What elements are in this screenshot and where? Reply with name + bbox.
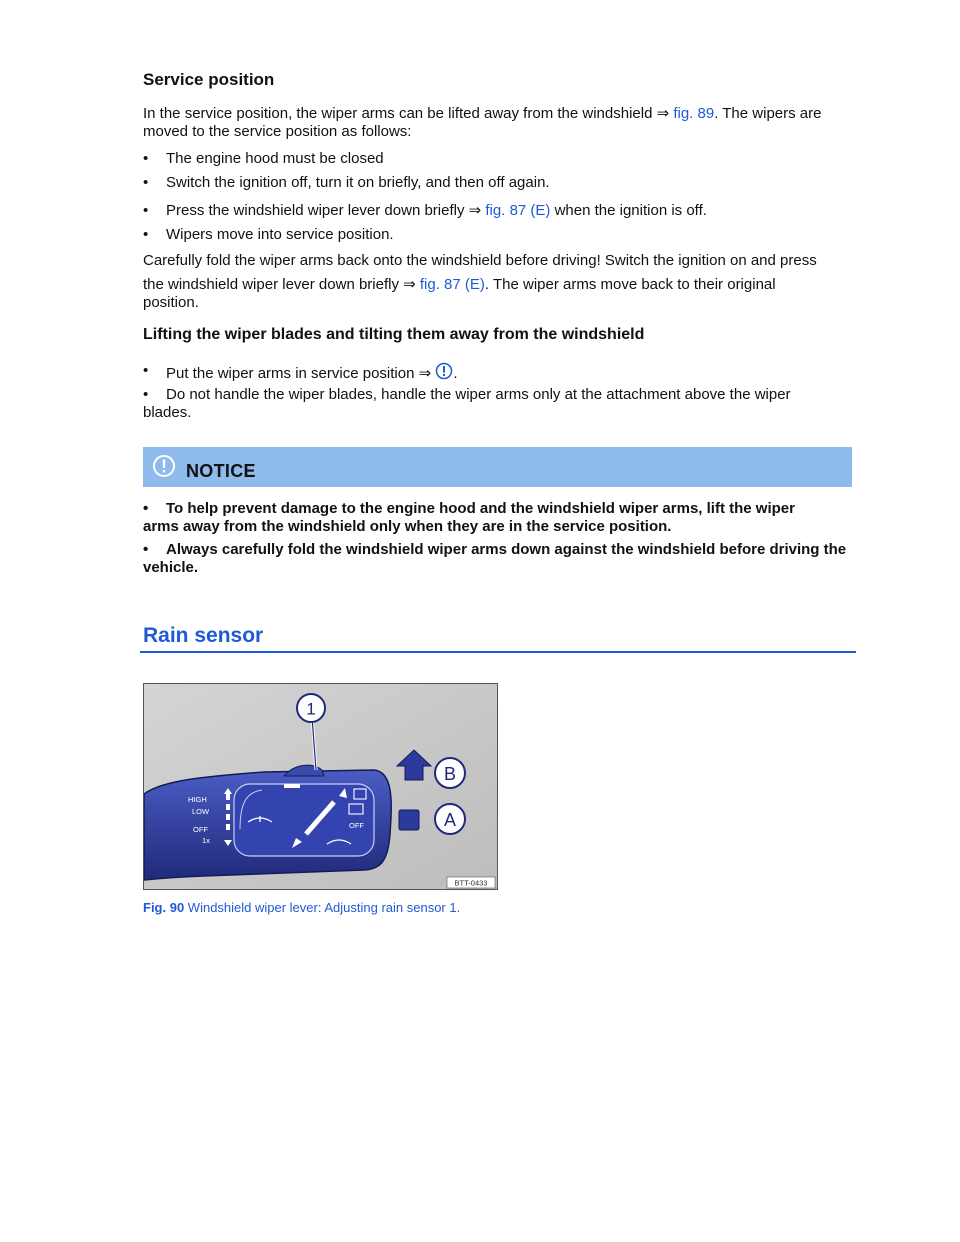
section-heading-service-position: Service position: [143, 70, 275, 89]
section-heading-rain-sensor: Rain sensor: [143, 624, 264, 647]
caption-text: Windshield wiper lever: Adjusting rain s…: [184, 900, 461, 915]
dial-label-off: OFF: [349, 821, 364, 830]
notice-item: •Always carefully fold the windshield wi…: [143, 541, 847, 576]
fig-89-link[interactable]: fig. 89: [673, 105, 715, 122]
heading-rule: [140, 651, 856, 653]
list-item: •Switch the ignition off, turn it on bri…: [143, 174, 550, 191]
list-item: •Do not handle the wiper blades, handle …: [143, 386, 791, 421]
notice-item: •To help prevent damage to the engine ho…: [143, 500, 795, 535]
callout-1: 1: [306, 700, 315, 719]
fig-87-e-link[interactable]: fig. 87 (E): [419, 276, 485, 293]
fig-87-e-link[interactable]: fig. 87 (E): [485, 202, 551, 219]
warning-circle-icon[interactable]: [435, 362, 453, 385]
list-item: •Wipers move into service position.: [143, 226, 394, 243]
figure-wiper-lever: HIGH LOW OFF 1x OFF 1 B A BTT-0433: [143, 683, 498, 890]
lever-label-1x: 1x: [202, 836, 210, 845]
list-item: •Put the wiper arms in service position …: [143, 362, 858, 385]
fold-back-paragraph-line2: the windshield wiper lever down briefly …: [143, 276, 776, 311]
figure-code: BTT-0433: [455, 879, 488, 888]
fold-back-paragraph-line1: Carefully fold the wiper arms back onto …: [143, 252, 817, 269]
warning-circle-icon: [152, 454, 176, 483]
list-item: •The engine hood must be closed: [143, 150, 384, 167]
figure-caption: Fig. 90 Windshield wiper lever: Adjustin…: [143, 900, 460, 915]
section-heading-lifting: Lifting the wiper blades and tilting the…: [143, 326, 645, 343]
notice-box: NOTICE: [143, 447, 852, 487]
lever-label-low: LOW: [192, 807, 210, 816]
wiper-lever-illustration: HIGH LOW OFF 1x OFF 1 B A BTT-0433: [143, 684, 497, 889]
lever-label-high: HIGH: [188, 795, 207, 804]
callout-a: A: [444, 810, 456, 830]
lever-label-off: OFF: [193, 825, 208, 834]
caption-label: Fig. 90: [143, 900, 185, 915]
callout-b: B: [444, 764, 456, 784]
list-item: •Press the windshield wiper lever down b…: [143, 202, 707, 219]
notice-title: NOTICE: [186, 461, 256, 481]
service-intro-paragraph: In the service position, the wiper arms …: [143, 105, 822, 140]
